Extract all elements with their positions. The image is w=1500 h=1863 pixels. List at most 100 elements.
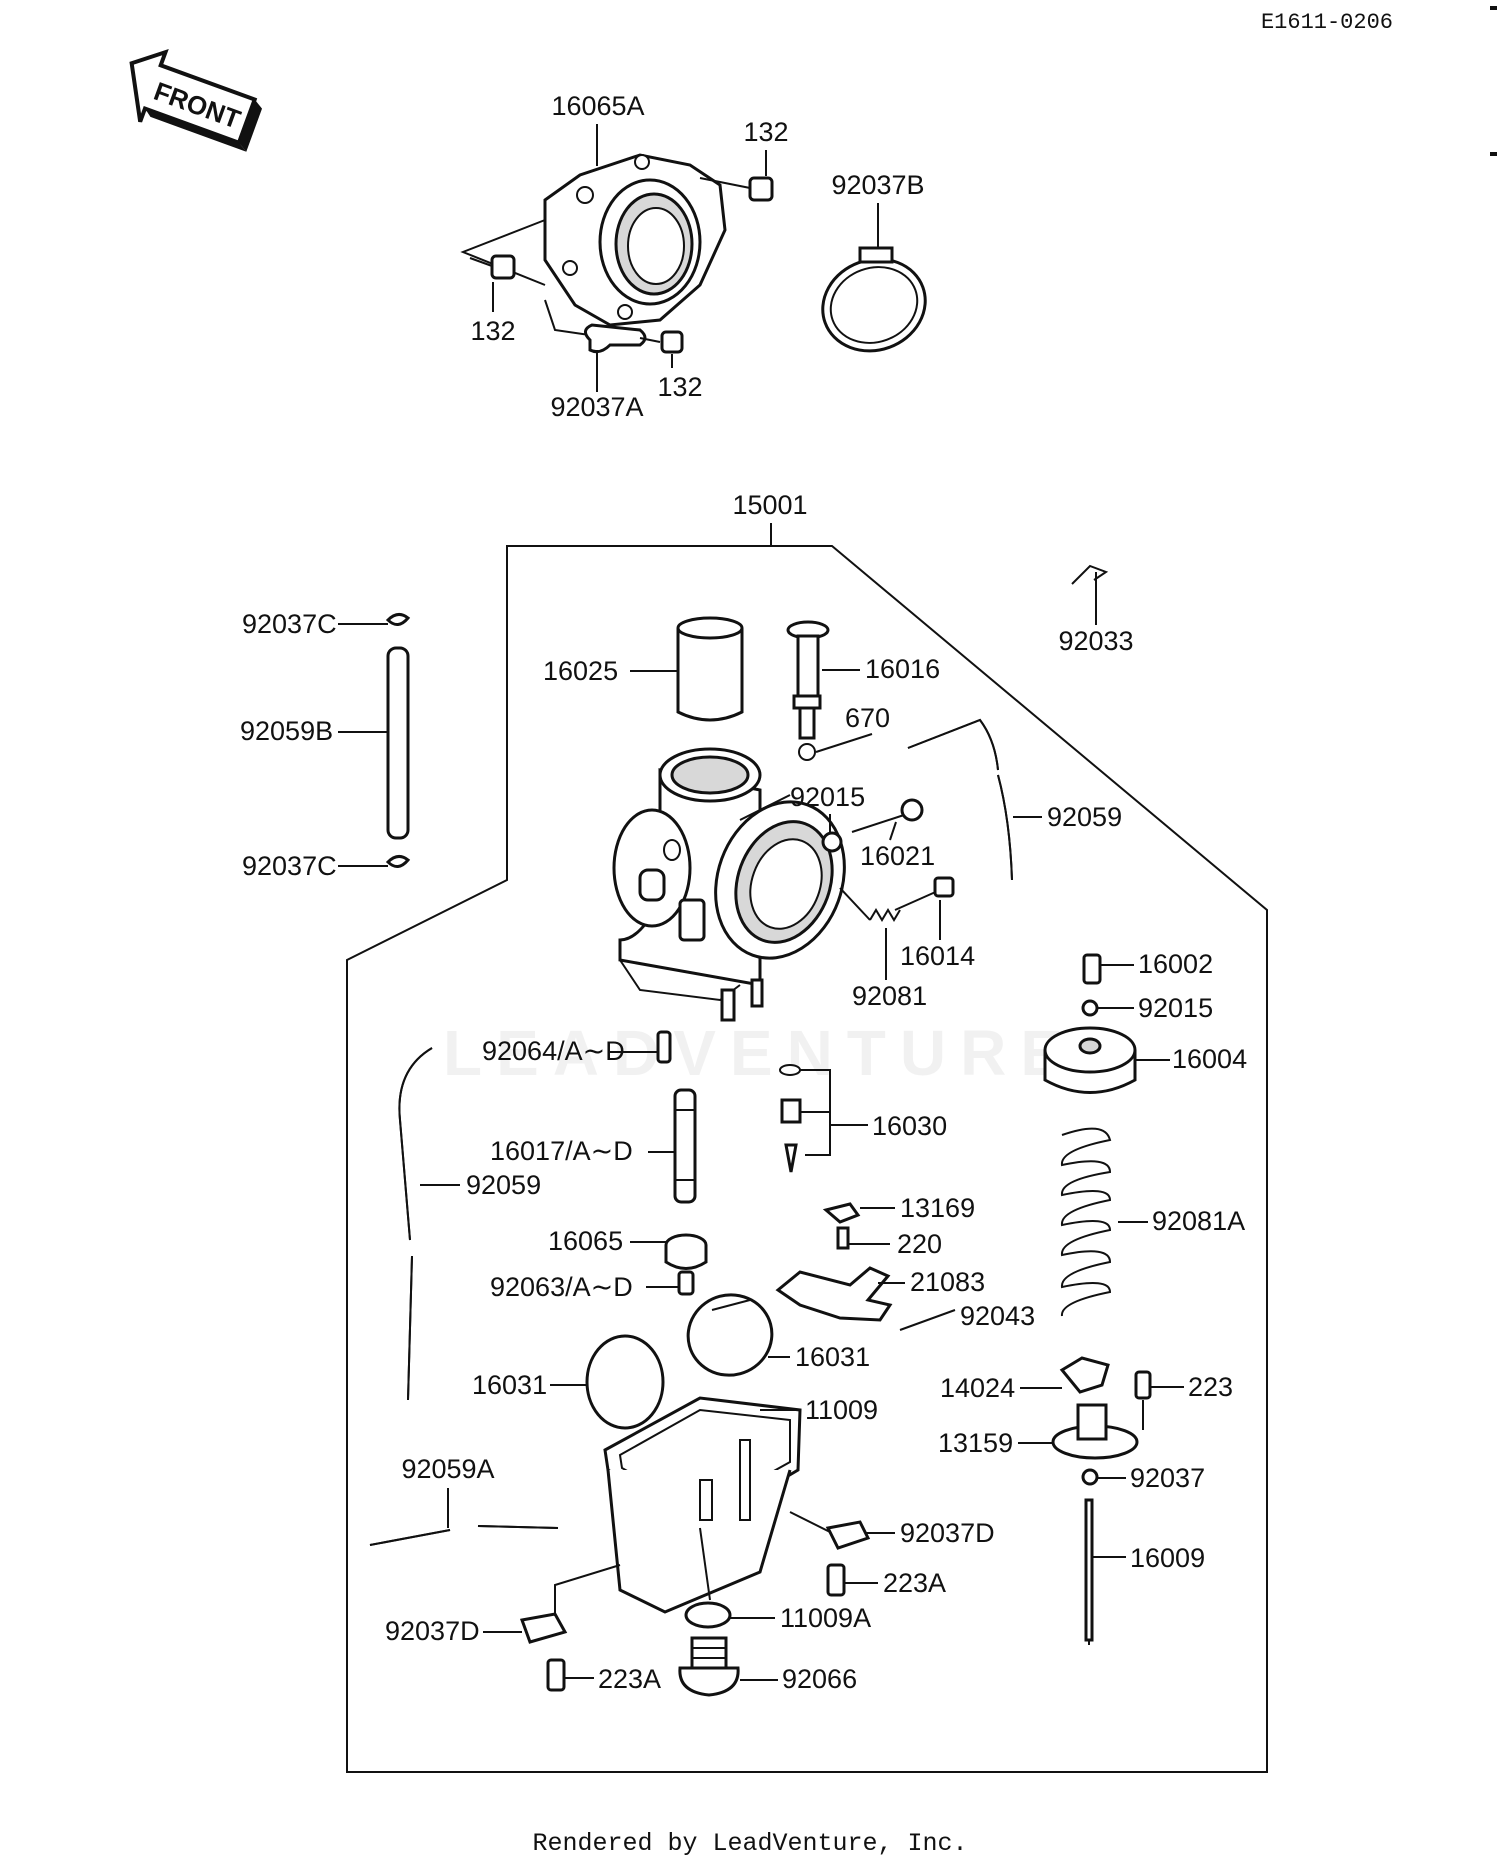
- screw-223A-right: [826, 1563, 846, 1597]
- label-13159: 13159: [938, 1428, 1013, 1458]
- label-92037B: 92037B: [831, 170, 924, 200]
- needle-holder-13159: [1051, 1403, 1139, 1460]
- label-16065: 16065: [548, 1226, 623, 1256]
- screw-16021: [851, 798, 924, 833]
- hose-92059A: [369, 1525, 559, 1546]
- screw-223A-left: [546, 1658, 566, 1692]
- label-92037C-bottom: 92037C: [242, 851, 337, 881]
- rod-92043: [899, 1309, 956, 1331]
- float-16031-left: [585, 1334, 665, 1430]
- watermark: LEADVENTURE: [443, 1017, 1077, 1089]
- label-14024: 14024: [940, 1373, 1015, 1403]
- bracket-92037D-left: [519, 1564, 621, 1644]
- edge-mark-top: [1490, 6, 1497, 10]
- bolt-132-left: [460, 219, 546, 286]
- float-valve-16030: [779, 1064, 831, 1173]
- label-16065A: 16065A: [551, 91, 644, 121]
- label-16030: 16030: [872, 1111, 947, 1141]
- label-16021: 16021: [860, 841, 935, 871]
- label-132-bottom: 132: [657, 372, 702, 402]
- top-cap-16004: [1043, 1026, 1137, 1094]
- jet-needle-16009: [1084, 1498, 1094, 1645]
- washer-92015-lower: [1081, 999, 1099, 1017]
- carburetor-body-part: [612, 747, 846, 1022]
- label-92059B: 92059B: [240, 716, 333, 746]
- label-92037C-top: 92037C: [242, 609, 337, 639]
- float-16031-right: [686, 1293, 774, 1377]
- front-arrow-icon: FRONT: [129, 48, 263, 152]
- jet-needle-clip-13169: [822, 1202, 861, 1224]
- starter-plunger-16016: [786, 620, 830, 761]
- label-16031-right: 16031: [795, 1342, 870, 1372]
- label-92059-left: 92059: [466, 1170, 541, 1200]
- label-11009: 11009: [805, 1395, 878, 1425]
- hose-92059B: [386, 646, 410, 840]
- label-92063: 92063/A∼D: [490, 1272, 633, 1302]
- drain-plug-92066: [678, 1636, 740, 1697]
- label-16017: 16017/A∼D: [490, 1136, 633, 1166]
- o-ring-11009A: [684, 1601, 732, 1629]
- label-92037A: 92037A: [550, 392, 643, 422]
- bracket-92037D-right: [825, 1520, 871, 1550]
- holder-16065: [664, 1233, 708, 1270]
- label-92015-lower: 92015: [1138, 993, 1213, 1023]
- label-92059A: 92059A: [401, 1454, 494, 1484]
- spring-92081A: [1060, 1127, 1112, 1317]
- label-92059-right: 92059: [1047, 802, 1122, 832]
- label-92037: 92037: [1130, 1463, 1205, 1493]
- label-92015-upper: 92015: [790, 782, 865, 812]
- label-16002: 16002: [1138, 949, 1213, 979]
- label-132-top: 132: [743, 117, 788, 147]
- footer-credit: Rendered by LeadVenture, Inc.: [532, 1829, 967, 1858]
- label-16009: 16009: [1130, 1543, 1205, 1573]
- intake-manifold-part: [543, 153, 727, 327]
- label-92043: 92043: [960, 1301, 1035, 1331]
- label-16025: 16025: [543, 656, 618, 686]
- plate-14024: [1059, 1356, 1110, 1394]
- label-92033: 92033: [1058, 626, 1133, 656]
- label-92066: 92066: [782, 1664, 857, 1694]
- screw-223: [1134, 1370, 1152, 1400]
- label-16014: 16014: [900, 941, 975, 971]
- throttle-valve-16025: [676, 616, 744, 722]
- clip-92033: [1071, 564, 1109, 585]
- label-223: 223: [1188, 1372, 1233, 1402]
- jet-92063: [677, 1270, 695, 1296]
- edge-mark-mid: [1490, 152, 1497, 156]
- hose-92059-right: [907, 718, 1013, 881]
- label-16031-left: 16031: [472, 1370, 547, 1400]
- label-16004: 16004: [1172, 1044, 1247, 1074]
- float-chamber-11009: [603, 1396, 802, 1614]
- label-11009A: 11009A: [780, 1603, 871, 1633]
- bolt-132-top: [699, 176, 774, 202]
- washer-92037: [1081, 1468, 1099, 1486]
- assembly-outline: [346, 545, 1268, 1773]
- bracket-92037A: [544, 299, 684, 354]
- label-223A-right: 223A: [883, 1568, 946, 1598]
- label-92064: 92064/A∼D: [482, 1036, 625, 1066]
- label-16016: 16016: [865, 654, 940, 684]
- label-132-left: 132: [470, 316, 515, 346]
- clip-92037C-bottom: [385, 855, 411, 868]
- label-92081A: 92081A: [1152, 1206, 1245, 1236]
- hose-clamp-92037B: [821, 246, 927, 353]
- label-21083: 21083: [910, 1267, 985, 1297]
- jet-92064: [656, 1030, 672, 1064]
- screw-220: [836, 1226, 850, 1250]
- label-220: 220: [897, 1229, 942, 1259]
- diagram-reference-code: E1611-0206: [1261, 10, 1393, 35]
- bracket-21083: [775, 1266, 893, 1322]
- label-15001: 15001: [732, 490, 807, 520]
- label-92037D-left: 92037D: [385, 1616, 480, 1646]
- label-13169: 13169: [900, 1193, 975, 1223]
- label-92081: 92081: [852, 981, 927, 1011]
- screw-16002: [1082, 953, 1102, 985]
- label-92037D-right: 92037D: [900, 1518, 995, 1548]
- spring-92081: [869, 908, 901, 922]
- hose-92059-left: [398, 1047, 433, 1401]
- label-223A-left: 223A: [598, 1664, 661, 1694]
- screw-16014: [894, 876, 955, 911]
- label-670: 670: [845, 703, 890, 733]
- needle-jet-16017: [673, 1088, 697, 1204]
